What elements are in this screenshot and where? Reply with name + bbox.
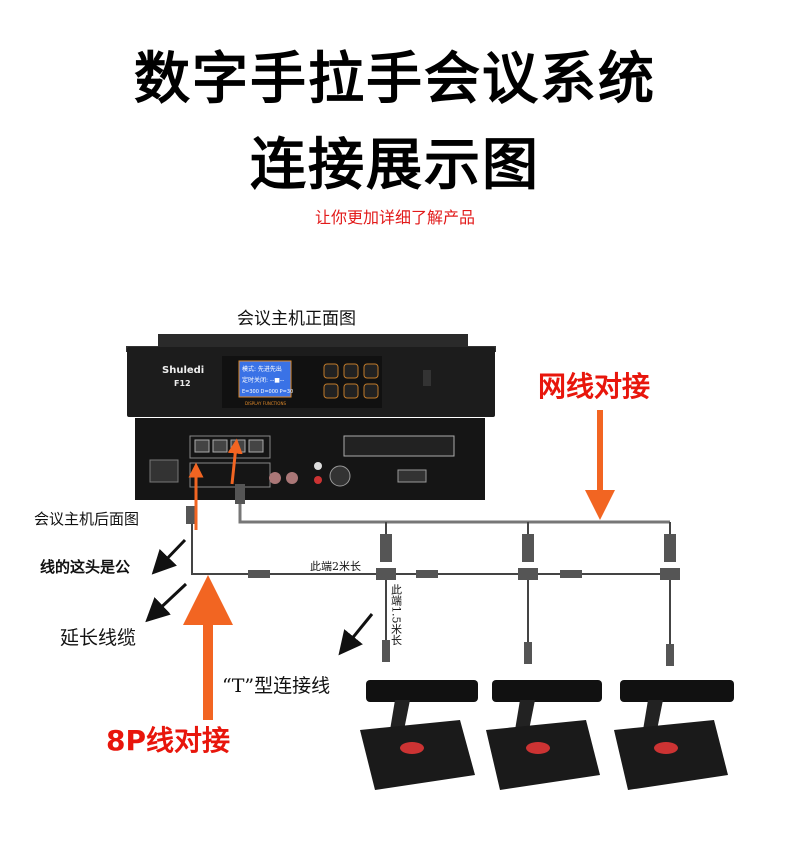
lcd-line-2: 定时关闭: --■-- xyxy=(242,376,284,384)
network-join-label: 网线对接 xyxy=(538,370,650,403)
title-line-2: 连接展示图 xyxy=(250,133,540,198)
rear-view-label: 会议主机后面图 xyxy=(34,510,139,528)
model-label: F12 xyxy=(174,379,191,388)
brand-logo: Shuledi xyxy=(162,365,204,376)
extension-cable-label: 延长线缆 xyxy=(60,627,136,649)
lcd-line-3: E=300 D=000 P=30 xyxy=(242,389,293,395)
host-rear-panel xyxy=(135,418,485,500)
panel-button xyxy=(343,383,359,399)
end-1-5m-label: 此端1.5米长 xyxy=(390,584,403,646)
orange-arrows xyxy=(183,410,615,720)
panel-button xyxy=(343,363,359,379)
black-arrows xyxy=(145,538,374,656)
panel-button xyxy=(363,363,379,379)
connectors xyxy=(186,484,680,666)
microphone-unit xyxy=(614,680,734,790)
panel-button xyxy=(323,383,339,399)
microphone-unit xyxy=(486,680,602,790)
8p-join-label: 8P线对接 xyxy=(106,724,230,757)
lcd-line-1: 模式: 先进先出 xyxy=(242,365,282,373)
title-line-1: 数字手拉手会议系统 xyxy=(134,47,656,112)
microphone-units xyxy=(360,680,734,790)
panel-button xyxy=(323,363,339,379)
host-front-panel: Shuledi F12 模式: 先进先出 定时关闭: --■-- E=300 D… xyxy=(126,334,496,417)
front-view-label: 会议主机正面图 xyxy=(237,309,356,329)
panel-button xyxy=(363,383,379,399)
power-switch xyxy=(423,370,431,386)
male-end-label: 线的这头是公 xyxy=(40,558,130,576)
microphone-unit xyxy=(360,680,478,790)
display-caption: DISPLAY FUNCTIONS xyxy=(245,401,286,406)
subtitle: 让你更加详细了解产品 xyxy=(314,208,475,227)
end-2m-label: 此端2米长 xyxy=(310,560,361,573)
t-cable-label: “T”型连接线 xyxy=(222,675,330,697)
